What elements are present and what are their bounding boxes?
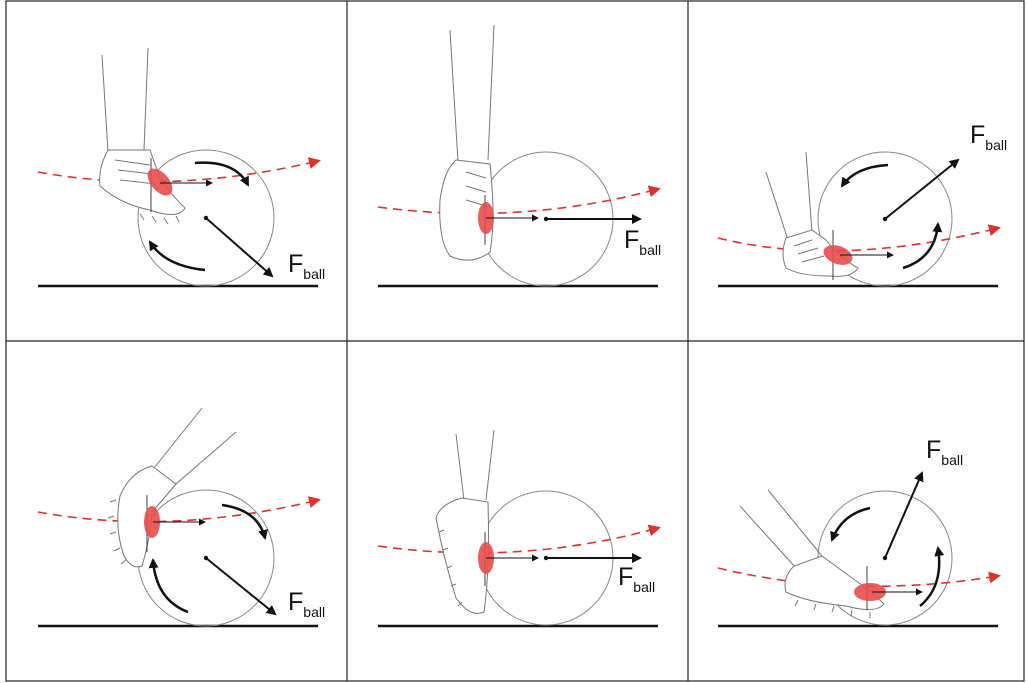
force-label: Fball	[288, 588, 325, 620]
panel-top-middle: Fball	[378, 25, 661, 286]
ball-trajectory	[38, 500, 318, 522]
leg-and-boot	[100, 48, 185, 224]
force-label: Fball	[926, 436, 963, 468]
force-label: Fball	[970, 121, 1007, 153]
ball-trajectory	[718, 228, 998, 251]
ball-trajectory	[378, 528, 658, 553]
ball-force-arrow	[206, 558, 275, 614]
panel-bottom-right: Fball	[718, 436, 998, 626]
ball-force-arrow	[206, 218, 272, 276]
panel-frame	[6, 1, 1024, 681]
spin-arrow-lower	[903, 224, 938, 268]
panel-bottom-left: Fball	[38, 408, 325, 626]
ball-trajectory	[38, 161, 318, 182]
spin-arrow-lower	[153, 560, 188, 612]
ball-force-arrow	[885, 160, 958, 219]
ball-force-arrow	[885, 473, 922, 558]
spin-arrow-upper	[832, 508, 870, 540]
spin-arrow-upper	[842, 165, 888, 186]
force-label: Fball	[288, 250, 325, 282]
spin-arrow-upper	[222, 505, 265, 538]
spin-arrow-upper	[195, 163, 248, 185]
leg-and-boot	[108, 408, 236, 567]
panel-bottom-middle: Fball	[378, 430, 658, 626]
panel-top-right: Fball	[718, 121, 1007, 286]
spin-arrow-lower	[920, 548, 939, 606]
ball-trajectory	[378, 189, 658, 213]
panel-top-left: Fball	[38, 48, 325, 286]
force-label: Fball	[624, 226, 661, 258]
force-label: Fball	[618, 563, 655, 595]
